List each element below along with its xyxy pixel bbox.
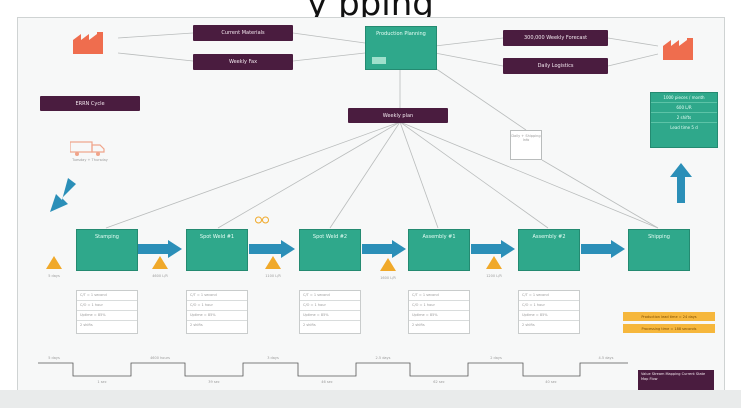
production-control-box: Production Planning [365, 26, 437, 70]
production-control-screen-icon [372, 57, 386, 64]
data-box-3: C/T = 1 second C/O = 1 hour Uptime = 85%… [299, 290, 361, 334]
email-note-label: Daily + Shipping Info [511, 134, 541, 142]
process-box-1: Stamping [76, 229, 138, 271]
data-row: C/T = 1 second [77, 291, 137, 301]
kanban-box: ERRN Cycle [40, 96, 140, 111]
customer-info-card: 1000 pieces / month 600 L/R 2 shifts Lea… [650, 92, 718, 148]
process-label-4: Assembly #1 [422, 234, 456, 240]
go-see-icon [255, 216, 269, 224]
timeline-bottom-4: 62 sec [433, 380, 445, 384]
customer-info-line-3: 2 shifts [651, 113, 717, 123]
truck-icon [70, 141, 105, 156]
process-box-3: Spot Weld #2 [299, 229, 361, 271]
inventory-label-3: 1100 L/R [265, 274, 281, 278]
data-row: 2 shifts [412, 323, 425, 327]
data-row: C/O = 1 hour [300, 301, 360, 311]
customer-info-line-4: Lead time 5 d [670, 125, 698, 130]
data-row: C/T = 1 second [519, 291, 579, 301]
inventory-label-1: 5 days [48, 274, 60, 278]
data-row: Uptime = 85% [409, 311, 469, 321]
inventory-triangle-icon [152, 256, 168, 269]
supplier-factory-icon [73, 32, 103, 54]
push-arrow-icon [138, 240, 182, 258]
process-label-3: Spot Weld #2 [312, 234, 348, 240]
data-row: C/O = 1 hour [187, 301, 247, 311]
data-row: C/O = 1 hour [519, 301, 579, 311]
customer-factory-icon [663, 38, 693, 60]
inventory-label-2: 4600 L/R [152, 274, 168, 278]
data-row: 2 shifts [522, 323, 535, 327]
process-box-4: Assembly #1 [408, 229, 470, 271]
push-arrow-icon [581, 240, 625, 258]
value-stream-map: Current Materials Weekly Fax Production … [17, 17, 725, 391]
timeline-bottom-3: 46 sec [321, 380, 333, 384]
push-arrow-icon [471, 240, 515, 258]
timeline-top-2: 4600 hours [150, 356, 170, 360]
data-box-2: C/T = 1 second C/O = 1 hour Uptime = 85%… [186, 290, 248, 334]
process-label-2: Spot Weld #1 [199, 234, 235, 240]
data-row: Uptime = 85% [187, 311, 247, 321]
inventory-triangle-icon [380, 258, 396, 271]
data-row: Uptime = 85% [519, 311, 579, 321]
data-row: 2 shifts [190, 323, 203, 327]
timeline-top-6: 4.5 days [598, 356, 614, 360]
timeline-bottom-5: 40 sec [545, 380, 557, 384]
customer-info-box-1: 300,000 Weekly Forecast [503, 30, 608, 46]
customer-info-box-2: Daily Logistics [503, 58, 608, 74]
timeline-top-4: 2.5 days [375, 356, 391, 360]
data-row: C/T = 1 second [300, 291, 360, 301]
data-box-1: C/T = 1 second C/O = 1 hour Uptime = 85%… [76, 290, 138, 334]
process-box-2: Spot Weld #1 [186, 229, 248, 271]
data-row: C/T = 1 second [187, 291, 247, 301]
push-arrow-icon [249, 240, 295, 258]
process-label-5: Assembly #2 [532, 234, 566, 240]
connector-lines [38, 32, 659, 377]
supplier-info-box-2: Weekly Fax [193, 54, 293, 70]
inventory-triangle-icon [486, 256, 502, 269]
inbound-arrow-icon [50, 178, 76, 212]
timeline-top-3: 3 days [267, 356, 279, 360]
process-label-6: Shipping [648, 234, 670, 240]
inventory-triangle-icon [46, 256, 62, 269]
orange-note-1: Production lead time = 24 days [623, 312, 715, 321]
supplier-info-box-1: Current Materials [193, 25, 293, 41]
frame-bottom-strip [0, 390, 741, 408]
data-row: Uptime = 85% [77, 311, 137, 321]
process-label-1: Stamping [95, 234, 119, 240]
legend-box: Value Stream Mapping Current State Map F… [638, 370, 714, 390]
customer-info-line-1: 1000 pieces / month [651, 93, 717, 103]
push-arrow-icon [362, 240, 406, 258]
process-box-5: Assembly #2 [518, 229, 580, 271]
timeline-top-1: 5 days [48, 356, 60, 360]
data-box-4: C/T = 1 second C/O = 1 hour Uptime = 85%… [408, 290, 470, 334]
inventory-label-5: 1200 L/R [486, 274, 502, 278]
data-row: 2 shifts [303, 323, 316, 327]
truck-label: Tuesday + Thursday [72, 158, 108, 162]
email-note: Daily + Shipping Info [510, 130, 542, 160]
orange-note-2: Processing time = 188 seconds [623, 324, 715, 333]
data-row: 2 shifts [80, 323, 93, 327]
data-row: C/O = 1 hour [77, 301, 137, 311]
process-box-6: Shipping [628, 229, 690, 271]
timeline-bottom-1: 1 sec [97, 380, 107, 384]
outbound-arrow-icon [670, 163, 692, 203]
data-row: Uptime = 85% [300, 311, 360, 321]
inventory-triangle-icon [265, 256, 281, 269]
timeline-bottom-2: 39 sec [208, 380, 220, 384]
inventory-label-4: 1600 L/R [380, 276, 396, 280]
production-control-label: Production Planning [376, 31, 426, 37]
data-row: C/T = 1 second [409, 291, 469, 301]
timeline-top-5: 2 days [490, 356, 502, 360]
data-row: C/O = 1 hour [409, 301, 469, 311]
schedule-box: Weekly plan [348, 108, 448, 123]
data-box-5: C/T = 1 second C/O = 1 hour Uptime = 85%… [518, 290, 580, 334]
customer-info-line-2: 600 L/R [651, 103, 717, 113]
